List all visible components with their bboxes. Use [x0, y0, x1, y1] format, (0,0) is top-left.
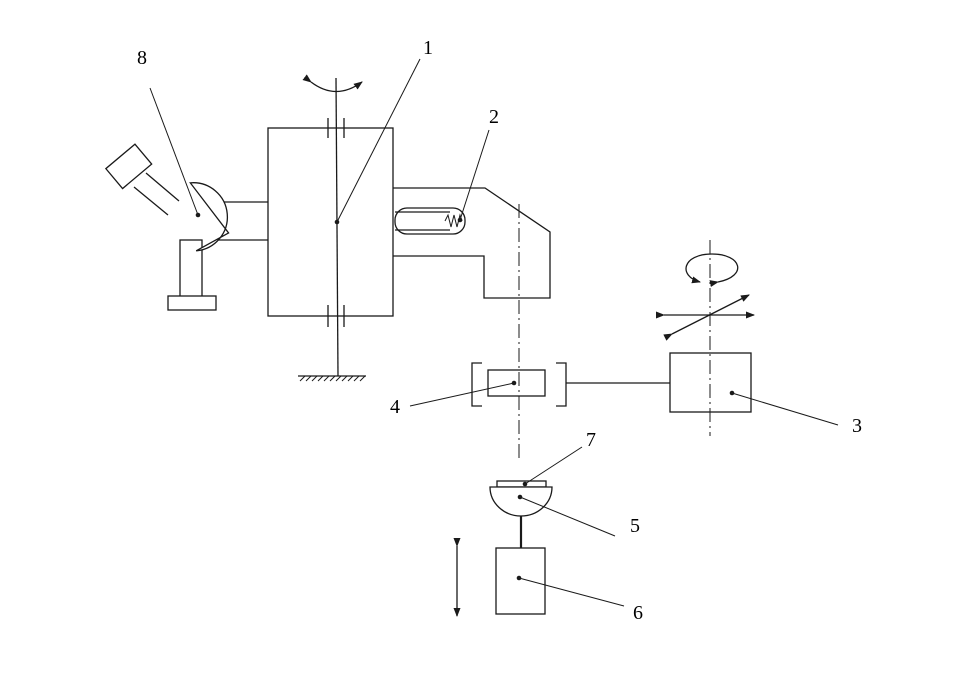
part-4: [471, 362, 670, 407]
leader-lines: [149, 58, 839, 607]
part-6: [495, 547, 546, 615]
rotation-arrow-top: [302, 74, 363, 93]
label-1: 1: [423, 37, 433, 59]
label-8: 8: [137, 47, 147, 69]
label-2: 2: [489, 106, 499, 128]
right-l-arm: [393, 187, 551, 299]
left-arm: [218, 201, 268, 241]
part-8-assembly: [104, 143, 230, 311]
label-4: 4: [390, 396, 400, 418]
part-7: [496, 480, 547, 488]
part-3: [656, 240, 755, 436]
label-3: 3: [852, 415, 862, 437]
label-7: 7: [586, 429, 596, 451]
label-5: 5: [630, 515, 640, 537]
part-5: [489, 486, 553, 517]
label-6: 6: [633, 602, 643, 624]
rotation-axis-1: [327, 77, 345, 377]
main-housing: [267, 127, 394, 317]
ground-symbol: [298, 375, 366, 382]
